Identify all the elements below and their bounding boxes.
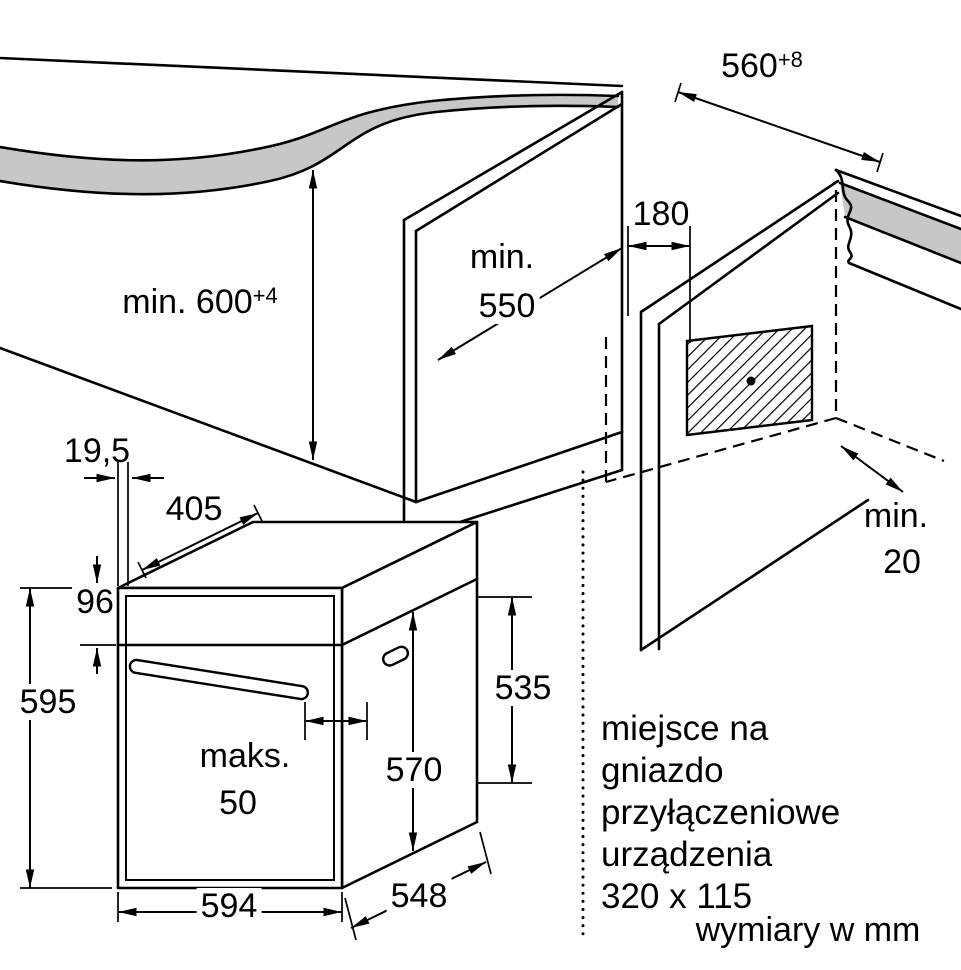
worktop-band-bottom-edge [0, 104, 620, 196]
worktop-left [0, 56, 624, 196]
worktop-right-underside [847, 261, 961, 311]
right-cabinet [639, 168, 961, 652]
worktop-right-band-bottom [843, 215, 961, 265]
socket-note-line-3: przyłączeniowe [601, 793, 841, 832]
dim-handle-clearance-label-maks: maks. [199, 737, 291, 775]
right-wall-bottom-edge [639, 498, 870, 652]
dim-appliance-height-label: 595 [15, 684, 81, 720]
dim-top-depth-label: 405 [165, 490, 223, 528]
dim-appliance-width-label: 594 [196, 888, 262, 924]
dim-appliance-depth-label: 548 [386, 878, 452, 914]
worktop-right-torn-edge [834, 168, 853, 265]
oven-side-slot [381, 645, 410, 667]
oven-side-face [340, 520, 479, 890]
dim-rear-gap-label-value: 20 [883, 543, 921, 581]
dim-handle-clearance-label-value: 50 [219, 784, 257, 822]
dim-niche-depth-label-min: min. [469, 238, 535, 276]
niche-top-outer-edge [402, 90, 624, 222]
dim-socket-offset-line [627, 226, 691, 343]
niche-floor-edge [414, 430, 624, 504]
hidden-bottom-back-edge [605, 416, 837, 484]
socket-note: miejsce na gniazdo przyłączeniowe urządz… [601, 708, 840, 918]
socket-area [685, 324, 814, 437]
dim-panel-height-label: 96 [76, 583, 114, 621]
worktop-back-edge [0, 56, 624, 88]
dim-top-depth-line [137, 504, 263, 579]
worktop-right-top-edge [834, 168, 961, 218]
dim-niche-width-line [674, 82, 884, 173]
worktop-front-band [0, 94, 618, 195]
oven-door-handle [128, 658, 310, 701]
socket-note-line-1: miejsce na [601, 709, 769, 748]
dim-socket-offset-label: 180 [632, 195, 690, 233]
hidden-floor-edge [835, 416, 945, 463]
dim-front-frame-line [84, 462, 164, 586]
socket-note-line-5: 320 x 115 [601, 877, 753, 916]
socket-center-dot [746, 376, 756, 386]
floor-line [0, 346, 418, 504]
oven [116, 520, 479, 890]
dim-niche-depth-label-value: 550 [474, 288, 540, 324]
dim-niche-height-label: min. 600+4 [122, 283, 278, 321]
dim-rear-height-label: 535 [490, 670, 556, 706]
niche-top-inner-edge [414, 102, 624, 233]
socket-note-line-4: urządzenia [601, 835, 773, 874]
units-note: wymiary w mm [695, 911, 921, 949]
worktop-band-top-edge [0, 93, 620, 162]
dim-body-height-label: 570 [381, 752, 447, 788]
dim-rear-gap-label-min: min. [863, 497, 929, 535]
socket-note-line-2: gniazdo [601, 751, 724, 790]
dim-handle-clearance-line [304, 702, 368, 740]
right-wall-top-inner-edge [657, 191, 840, 326]
right-wall-top-edge [639, 179, 840, 314]
dim-panel-height-line [80, 556, 116, 674]
worktop-right-band-top [838, 181, 961, 231]
dim-front-frame-label: 19,5 [63, 432, 131, 470]
oven-front-frame [125, 595, 335, 881]
worktop-right-band-fill [840, 183, 961, 263]
dim-rear-gap-line [840, 445, 904, 493]
dim-niche-width-label: 560+8 [721, 47, 803, 85]
dim-appliance-height-line [20, 587, 112, 889]
